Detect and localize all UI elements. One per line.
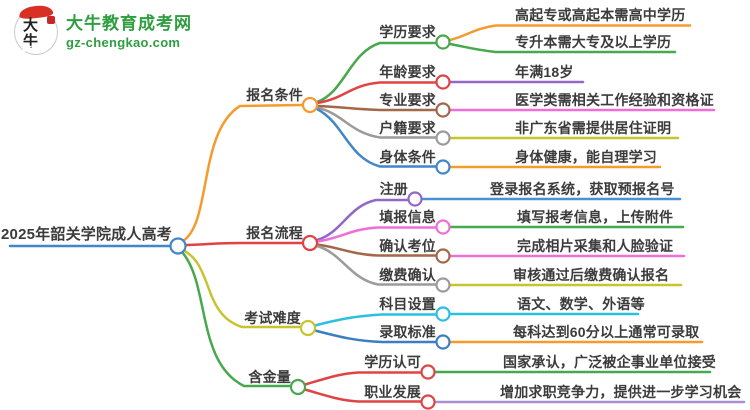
branch-circle-credential-value <box>289 378 307 396</box>
subnode-label-residency-requirement: 户籍要求 <box>379 120 436 136</box>
subnode-label-degree-recognition: 学历认可 <box>364 354 421 370</box>
subcircle-residency-requirement <box>435 130 451 146</box>
subnode-label-education-requirement: 学历要求 <box>379 24 436 40</box>
subnode-label-admission-standard: 录取标准 <box>379 324 436 340</box>
leaf-confirm-seat: 完成相片采集和人脸验证 <box>517 238 674 254</box>
subcircle-register <box>407 191 423 207</box>
leafline-education-requirement-1 <box>448 42 677 54</box>
subnode-label-major-requirement: 专业要求 <box>379 92 436 108</box>
branch-circle-registration-process <box>301 234 319 252</box>
subnode-label-payment-confirm: 缴费确认 <box>379 267 436 283</box>
subcircle-payment-confirm <box>435 277 451 293</box>
subline-subject-setup <box>313 313 438 327</box>
subline-age-requirement <box>315 81 438 105</box>
subline-admission-standard <box>313 329 438 344</box>
leaf-health-requirement: 身体健康，能自理学习 <box>515 149 657 165</box>
subnode-label-subject-setup: 科目设置 <box>379 296 436 312</box>
leaf-career-development: 增加求职竞争力，提供进一步学习机会 <box>500 384 742 400</box>
leaf-subject-setup: 语文、数学、外语等 <box>517 296 645 312</box>
leaf-payment-confirm: 审核通过后缴费确认报名 <box>513 267 670 283</box>
subnode-label-health-requirement: 身体条件 <box>379 149 436 165</box>
leaf-register: 登录报名系统，获取预报名号 <box>490 181 675 197</box>
subnode-label-fill-info: 填报信息 <box>379 209 436 225</box>
subline-register <box>315 198 410 242</box>
subline-confirm-seat <box>315 243 438 257</box>
branch-line-enrollment-conditions <box>181 103 304 243</box>
branch-circle-exam-difficulty <box>299 319 317 337</box>
subcircle-education-requirement <box>435 34 451 50</box>
branch-label-enrollment-conditions: 报名条件 <box>246 87 303 103</box>
branch-line-credential-value <box>180 250 292 388</box>
branch-label-exam-difficulty: 考试难度 <box>244 310 301 326</box>
subcircle-confirm-seat <box>435 248 451 264</box>
leaf-degree-recognition: 国家承认，广泛被企事业单位接受 <box>503 354 716 370</box>
branch-label-credential-value: 含金量 <box>248 369 291 385</box>
logo-seal-shape <box>47 16 55 24</box>
leaf-major-requirement: 医学类需相关工作经验和资格证 <box>515 92 714 108</box>
root-node-label: 2025年韶关学院成人高考 <box>1 226 172 243</box>
site-url: gz-chengkao.com <box>66 35 181 50</box>
site-name: 大牛教育成考网 <box>66 14 192 33</box>
subline-degree-recognition <box>303 371 423 386</box>
leaf-education-requirement-0: 高起专或高起本需高中学历 <box>515 7 686 23</box>
root-node-circle <box>169 237 187 255</box>
leaf-age-requirement: 年满18岁 <box>515 64 574 80</box>
leaf-admission-standard: 每科达到60分以上通常可录取 <box>513 324 700 340</box>
subnode-label-age-requirement: 年龄要求 <box>379 64 436 80</box>
subnode-label-register: 注册 <box>379 181 408 197</box>
leaf-residency-requirement: 非广东省需提供居住证明 <box>515 120 672 136</box>
subcircle-major-requirement <box>435 102 451 118</box>
logo-text-block: 大牛教育成考网 gz-chengkao.com <box>66 9 192 51</box>
subline-education-requirement <box>315 41 438 104</box>
subcircle-subject-setup <box>435 306 451 322</box>
subnode-label-career-development: 职业发展 <box>364 384 421 400</box>
subline-fill-info <box>315 226 438 243</box>
subline-career-development <box>303 388 423 403</box>
branch-line-exam-difficulty <box>181 248 302 329</box>
logo-icon-text: 大牛 <box>23 17 45 50</box>
leaf-fill-info: 填写报考信息，上传附件 <box>517 209 674 225</box>
subline-health-requirement <box>315 107 438 168</box>
leafline-education-requirement-0 <box>448 24 692 42</box>
site-logo: 大牛 大牛教育成考网 gz-chengkao.com <box>14 4 192 55</box>
subcircle-career-development <box>420 394 436 410</box>
subline-residency-requirement <box>315 106 438 139</box>
subcircle-admission-standard <box>435 334 451 350</box>
subline-payment-confirm <box>315 244 438 286</box>
branch-label-registration-process: 报名流程 <box>246 225 303 241</box>
branch-circle-enrollment-conditions <box>301 96 319 114</box>
subcircle-age-requirement <box>435 74 451 90</box>
logo-cow-icon: 大牛 <box>14 4 58 55</box>
subcircle-degree-recognition <box>420 364 436 380</box>
subcircle-fill-info <box>435 219 451 235</box>
subnode-label-confirm-seat: 确认考位 <box>379 238 436 254</box>
subline-major-requirement <box>315 104 438 112</box>
subcircle-health-requirement <box>435 159 451 175</box>
branch-line-registration-process <box>184 241 304 247</box>
leaf-education-requirement-1: 专升本需大专及以上学历 <box>515 34 672 50</box>
